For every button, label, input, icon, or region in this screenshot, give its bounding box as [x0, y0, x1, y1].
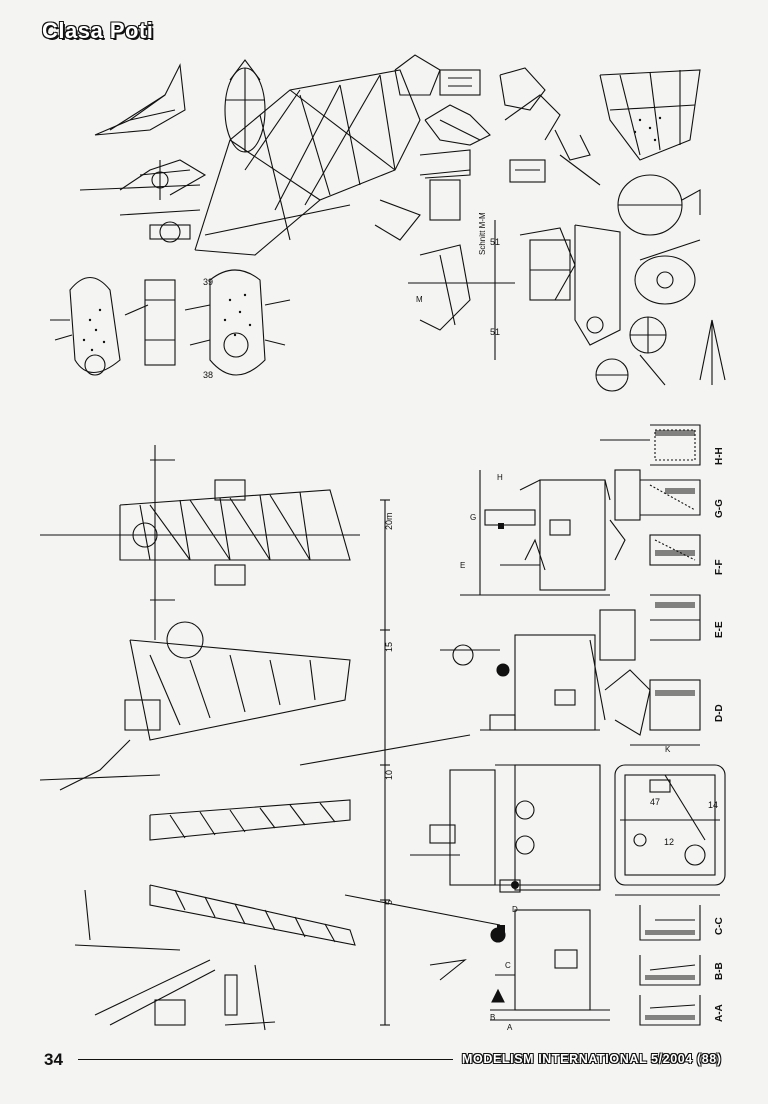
- scale-tick-10: 10: [384, 770, 394, 780]
- scale-unit-label: 20m: [384, 512, 394, 530]
- section-h-h: [600, 424, 701, 466]
- callout-14: 14: [708, 800, 718, 810]
- marker-e: E: [460, 561, 465, 570]
- marker-h: H: [497, 473, 503, 482]
- marker-m: M: [416, 295, 423, 304]
- section-label-h-h: H-H: [714, 447, 725, 465]
- callout-12: 12: [664, 837, 674, 847]
- callout-51-upper: 51: [490, 237, 500, 247]
- section-d-d: [604, 669, 701, 746]
- mast-detail-top-left: [79, 59, 266, 243]
- crane-arm-upper: [194, 69, 421, 256]
- section-label-b-b: B-B: [714, 962, 725, 980]
- marker-k: K: [665, 745, 671, 754]
- marker-g: G: [470, 513, 476, 522]
- bridge-elevation-1: [460, 470, 611, 596]
- scale-bar: [380, 499, 390, 1026]
- callout-38: 38: [203, 370, 213, 380]
- section-g-g: [614, 469, 701, 521]
- page-number: 34: [44, 1050, 63, 1069]
- platform-plan-left: [50, 269, 291, 376]
- radar-mount-top-right: [595, 69, 726, 392]
- marker-a: A: [507, 1023, 513, 1032]
- section-f-f: [609, 519, 701, 566]
- callout-39: 39: [203, 277, 213, 287]
- callout-47: 47: [650, 797, 660, 807]
- section-label-d-d: D-D: [714, 704, 725, 722]
- bridge-elevation-2: [440, 634, 606, 731]
- section-c-c: [639, 905, 701, 941]
- section-b-b: [639, 955, 701, 986]
- magazine-issue: MODELISM INTERNATIONAL 5/2004 (88): [462, 1052, 722, 1066]
- boom-lower-2: [149, 884, 356, 946]
- bridge-elevation-4: [429, 909, 610, 1021]
- mast-side-view-left: [40, 445, 360, 640]
- section-label-e-e: E-E: [714, 621, 725, 638]
- marker-c: C: [505, 961, 511, 970]
- section-a-a: [639, 995, 701, 1026]
- boom-lower-1: [149, 799, 351, 841]
- marker-d: D: [512, 905, 518, 914]
- scale-tick-5: 5: [384, 900, 394, 905]
- crane-boom-middle: [39, 621, 351, 791]
- scale-tick-15: 15: [384, 642, 394, 652]
- schnitt-label: Schnitt M-M: [478, 212, 487, 255]
- section-e-e: [599, 594, 701, 661]
- fittings-bottom-left: [74, 889, 276, 1031]
- footer-divider: [78, 1059, 453, 1060]
- page-title: Clasa Poti: [42, 18, 154, 43]
- bridge-elevation-3: [410, 764, 601, 893]
- section-label-a-a: A-A: [714, 1004, 725, 1022]
- section-label-f-f: F-F: [714, 559, 725, 575]
- mast-section-m-m: [374, 169, 621, 360]
- callout-51-lower: 51: [490, 327, 500, 337]
- section-label-g-g: G-G: [714, 499, 725, 518]
- deck-fittings-top: [394, 54, 601, 186]
- bridge-plan-view: [614, 764, 726, 896]
- section-label-c-c: C-C: [714, 917, 725, 935]
- marker-b: B: [490, 1013, 495, 1022]
